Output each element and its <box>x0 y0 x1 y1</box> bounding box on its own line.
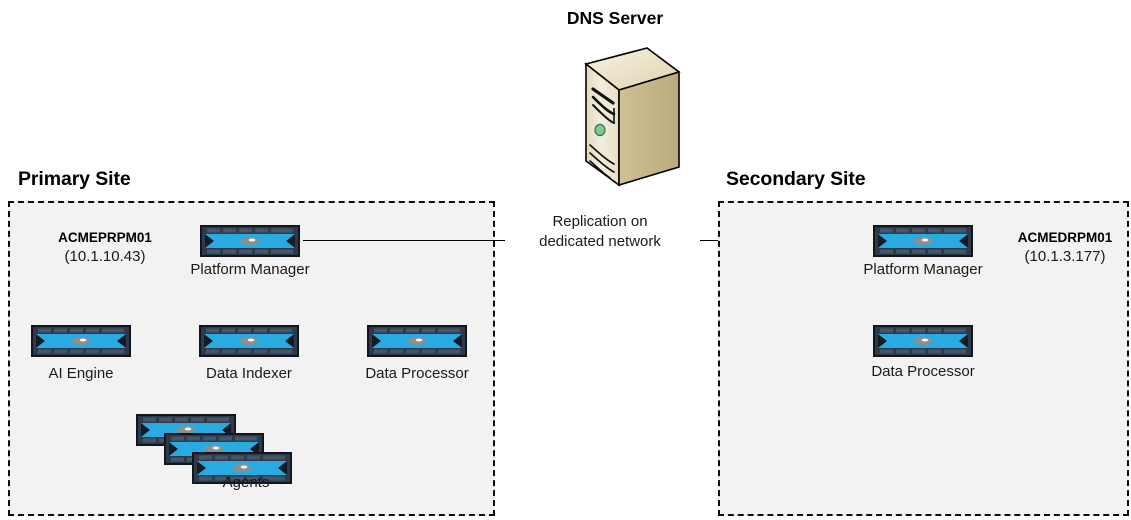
primary-data-processor-label: Data Processor <box>365 365 469 382</box>
secondary-site-title: Secondary Site <box>726 168 866 190</box>
secondary-hostname: ACMEDRPM01 <box>1017 230 1113 245</box>
agents-stack-icon[interactable] <box>136 414 296 486</box>
primary-platform-manager-icon[interactable] <box>200 225 300 257</box>
primary-hostname: ACMEPRPM01 <box>58 230 152 245</box>
primary-host-ip: (10.1.10.43) <box>64 247 146 265</box>
secondary-host-info: ACMEDRPM01 (10.1.3.177) <box>1000 229 1130 266</box>
replication-link-left-segment <box>303 240 525 241</box>
primary-host-info: ACMEPRPM01 (10.1.10.43) <box>35 229 175 266</box>
replication-label-line1: Replication on <box>505 212 695 232</box>
data-indexer-label: Data Indexer <box>206 365 292 382</box>
data-indexer-icon[interactable] <box>199 325 299 357</box>
secondary-data-processor-label: Data Processor <box>871 363 975 380</box>
server-tower-icon <box>548 42 683 192</box>
dns-server-label: DNS Server <box>566 8 664 28</box>
primary-platform-manager-label: Platform Manager <box>190 261 310 278</box>
replication-label-line2: dedicated network <box>505 231 695 252</box>
secondary-platform-manager-label: Platform Manager <box>863 261 983 278</box>
ai-engine-label: AI Engine <box>48 365 114 382</box>
secondary-platform-manager-icon[interactable] <box>873 225 973 257</box>
agents-label: Agents <box>222 474 270 491</box>
primary-site-title: Primary Site <box>18 168 131 190</box>
secondary-data-processor-icon[interactable] <box>873 325 973 357</box>
ai-engine-icon[interactable] <box>31 325 131 357</box>
secondary-host-ip: (10.1.3.177) <box>1024 247 1106 265</box>
primary-data-processor-icon[interactable] <box>367 325 467 357</box>
replication-link-label: Replication on dedicated network <box>505 212 695 252</box>
agent-icon[interactable] <box>192 452 292 484</box>
